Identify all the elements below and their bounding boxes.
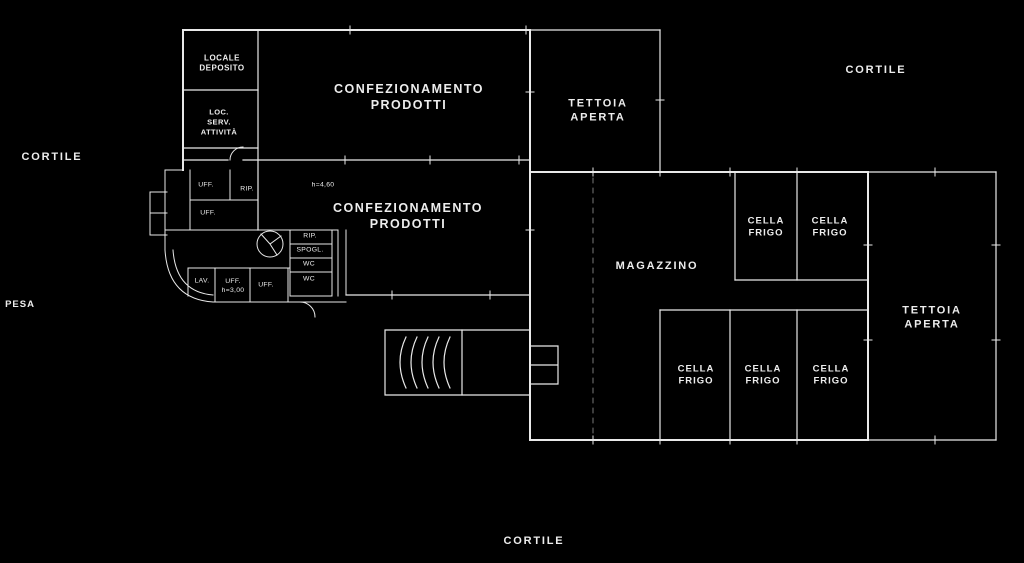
label-confezionamento-mid: CONFEZIONAMENTO PRODOTTI xyxy=(332,200,484,231)
label-confezionamento-top: CONFEZIONAMENTO PRODOTTI xyxy=(333,81,485,112)
label-cortile-left: CORTILE xyxy=(21,150,83,163)
label-locale-deposito: LOCALE DEPOSITO xyxy=(199,53,245,73)
label-uff-h300: UFF. h=3,00 xyxy=(221,278,245,294)
label-tettoia-right: TETTOIA APERTA xyxy=(902,304,962,331)
label-rip-top: RIP. xyxy=(240,185,254,193)
interior-walls xyxy=(182,29,869,441)
label-wc-1: WC xyxy=(303,260,315,268)
canopy-walls xyxy=(529,29,997,441)
label-magazzino: MAGAZZINO xyxy=(615,259,699,272)
label-spogl: SPOGL. xyxy=(296,246,324,254)
office-walls xyxy=(149,146,347,318)
outer-walls xyxy=(182,29,869,441)
label-uff-top: UFF. xyxy=(198,181,214,189)
label-lav: LAV. xyxy=(194,277,210,285)
label-cella-frigo-bottom-1: CELLA FRIGO xyxy=(677,363,715,387)
label-cella-frigo-bottom-3: CELLA FRIGO xyxy=(812,363,850,387)
label-loc-serv-attivita: LOC. SERV. ATTIVITÀ xyxy=(200,107,238,136)
label-rip-small: RIP. xyxy=(303,232,317,240)
label-pesa: PESA xyxy=(5,298,35,310)
label-height-note: h=4,60 xyxy=(311,181,335,189)
label-tettoia-top: TETTOIA APERTA xyxy=(568,97,628,124)
label-uff-bottom: UFF. xyxy=(258,281,274,289)
label-wc-2: WC xyxy=(303,275,315,283)
label-cortile-bottom: CORTILE xyxy=(503,534,565,547)
label-cella-frigo-top-2: CELLA FRIGO xyxy=(811,215,849,239)
dimension-ticks xyxy=(344,25,1001,445)
label-cella-frigo-bottom-2: CELLA FRIGO xyxy=(744,363,782,387)
loading-dock xyxy=(384,329,559,396)
label-cortile-top-right: CORTILE xyxy=(845,63,907,76)
label-cella-frigo-top-1: CELLA FRIGO xyxy=(747,215,785,239)
label-uff-mid: UFF. xyxy=(200,209,216,217)
